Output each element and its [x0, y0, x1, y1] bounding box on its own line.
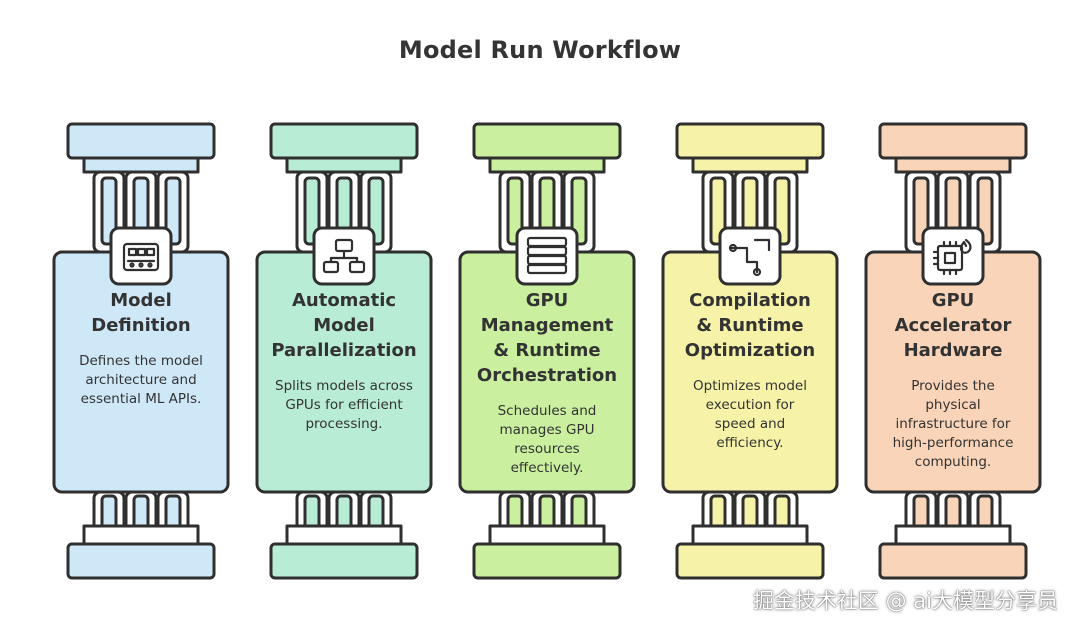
pillar-description: Provides the physical infrastructure for hi… — [872, 377, 1034, 472]
pillar-description-line: Optimizes model — [693, 378, 807, 394]
pillar-heading-line: & Runtime — [696, 315, 804, 336]
pillar-drawing — [52, 122, 230, 580]
pillar-description-line: Provides the — [911, 378, 995, 394]
pillar-heading-line: GPU — [525, 290, 569, 311]
pillar-drawing — [864, 122, 1042, 580]
pillar-description-line: physical — [925, 397, 981, 413]
pillar-description-line: execution for — [705, 397, 795, 413]
pillar-heading-line: Automatic — [291, 290, 397, 311]
pillar-description-line: processing. — [305, 416, 383, 432]
pillar-heading-line: GPU — [931, 290, 975, 311]
pillar-description-line: high-performance — [892, 435, 1014, 451]
pillar-description-line: speed and — [714, 416, 786, 432]
chip-flame-icon — [921, 226, 985, 286]
pillar-heading-line: Definition — [91, 315, 191, 336]
pillar-heading-line: Accelerator — [894, 315, 1012, 336]
pillar-drawing — [255, 122, 433, 580]
pillar-description: Defines the model architecture and essenti… — [60, 352, 222, 409]
pillar-description-line: Defines the model — [79, 353, 203, 369]
pillar-drawing — [458, 122, 636, 580]
pillar-description-line: effectively. — [510, 460, 584, 476]
network-icon — [312, 226, 376, 286]
pillar-description-line: Splits models across — [275, 378, 413, 394]
pillar-drawing — [661, 122, 839, 580]
server-stack-icon — [515, 226, 579, 286]
pillar-description-line: computing. — [914, 454, 992, 470]
pillar-description-line: resources — [514, 441, 580, 457]
pillar-heading-line: & Runtime — [493, 340, 601, 361]
pillar-heading-line: Management — [480, 315, 614, 336]
pillar-heading-line: Hardware — [903, 340, 1003, 361]
pillar-description-line: architecture and — [85, 372, 197, 388]
pipeline-icon — [718, 226, 782, 286]
pillar-description-line: manages GPU — [499, 422, 595, 438]
conveyor-icon — [109, 226, 173, 286]
pillar-heading-line: Optimization — [684, 340, 816, 361]
pillar-description-line: GPUs for efficient — [285, 397, 403, 413]
pillar-description: Optimizes model execution for speed and eff… — [669, 377, 831, 453]
pillar-heading-line: Parallelization — [271, 340, 417, 361]
pillar-description-line: infrastructure for — [895, 416, 1011, 432]
pillar-heading-line: Orchestration — [476, 365, 618, 386]
pillar-description-line: efficiency. — [716, 435, 784, 451]
pillar-description-line: Schedules and — [497, 403, 597, 419]
pillar-description: Schedules and manages GPU resources effecti… — [466, 402, 628, 478]
diagram-title: Model Run Workflow — [398, 36, 682, 64]
pillar-heading-line: Compilation — [689, 290, 811, 311]
pillar-heading-line: Model — [110, 290, 172, 311]
pillar-description-line: essential ML APIs. — [80, 391, 202, 407]
watermark: 掘金技术社区 @ ai大模型分享员 — [752, 589, 1058, 613]
pillar-heading-line: Model — [313, 315, 375, 336]
